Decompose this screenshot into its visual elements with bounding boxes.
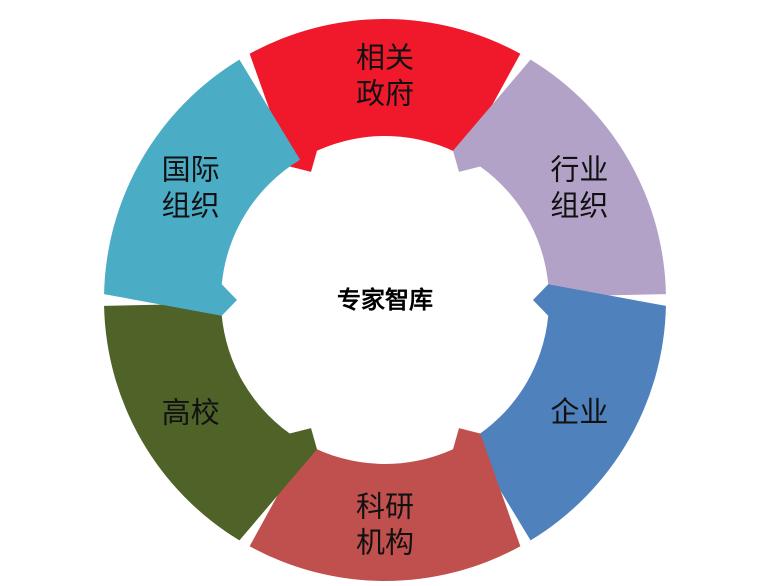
segment-research <box>249 428 521 581</box>
segment-univ <box>104 303 317 541</box>
segment-label-univ: 高校 <box>162 395 220 429</box>
center-label: 专家智库 <box>337 286 433 314</box>
segment-label-line: 组织 <box>550 189 608 223</box>
segment-label-gov: 相关政府 <box>356 41 414 111</box>
segment-label-industry: 行业组织 <box>550 153 608 223</box>
segment-industry <box>453 59 666 297</box>
segment-label-line: 行业 <box>550 153 608 187</box>
segment-label-research: 科研机构 <box>356 490 414 560</box>
segment-label-line: 企业 <box>550 395 608 429</box>
segment-label-line: 科研 <box>356 490 414 524</box>
segment-label-line: 机构 <box>356 526 414 560</box>
segment-label-line: 组织 <box>162 189 220 223</box>
segment-label-company: 企业 <box>550 395 608 429</box>
segment-label-line: 高校 <box>162 395 220 429</box>
center-hub: 专家智库 <box>337 286 433 314</box>
segment-company <box>469 284 666 541</box>
segment-label-line: 国际 <box>162 153 220 187</box>
segment-label-intl: 国际组织 <box>162 153 220 223</box>
segment-label-line: 相关 <box>356 41 414 75</box>
segment-intl <box>104 59 301 316</box>
segment-gov <box>249 19 521 172</box>
segment-label-line: 政府 <box>356 77 414 111</box>
